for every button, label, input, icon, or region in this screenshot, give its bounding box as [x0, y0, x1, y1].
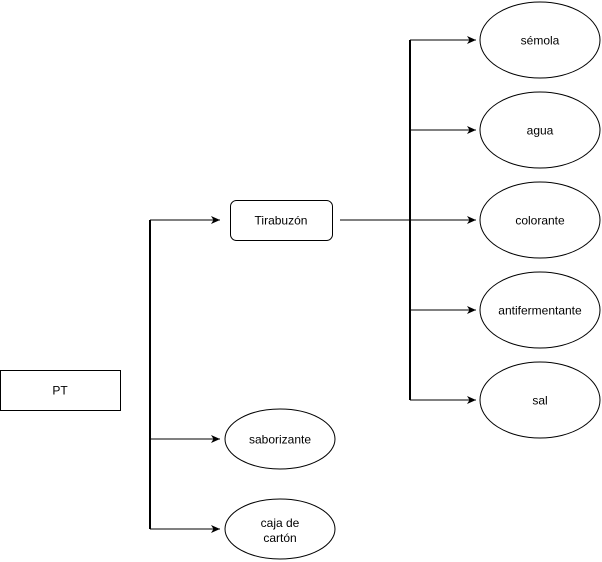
node-caja-shape — [224, 498, 336, 560]
node-saborizante-shape — [224, 408, 336, 470]
node-antifermentante-shape — [479, 271, 601, 349]
node-agua-label: agua — [527, 124, 554, 138]
pt-connectors — [149, 216, 220, 533]
node-saborizante[interactable]: saborizante — [224, 408, 336, 470]
node-agua[interactable]: agua — [479, 91, 601, 169]
node-semola[interactable]: sémola — [479, 1, 601, 79]
node-caja-de-carton[interactable]: caja de cartón — [224, 498, 336, 560]
node-semola-label: sémola — [521, 34, 560, 48]
node-pt-shape — [0, 370, 121, 411]
node-antifermentante-label: antifermentante — [498, 304, 582, 318]
node-sal[interactable]: sal — [479, 361, 601, 439]
node-colorante-shape — [479, 181, 601, 259]
tirabuzon-connectors — [340, 36, 476, 404]
node-caja-label-line2: cartón — [263, 531, 296, 545]
node-agua-shape — [479, 91, 601, 169]
node-tirabuzon[interactable]: Tirabuzón — [230, 200, 333, 241]
node-pt[interactable]: PT — [0, 370, 121, 411]
node-caja-label-line1: caja de — [261, 516, 300, 530]
node-saborizante-label: saborizante — [249, 433, 311, 447]
node-sal-shape — [479, 361, 601, 439]
node-tirabuzon-label: Tirabuzón — [255, 214, 308, 228]
node-tirabuzon-shape — [230, 200, 333, 241]
node-colorante[interactable]: colorante — [479, 181, 601, 259]
node-antifermentante[interactable]: antifermentante — [479, 271, 601, 349]
node-semola-shape — [479, 1, 601, 79]
node-colorante-label: colorante — [515, 214, 565, 228]
node-pt-label: PT — [52, 384, 68, 398]
node-sal-label: sal — [532, 394, 547, 408]
